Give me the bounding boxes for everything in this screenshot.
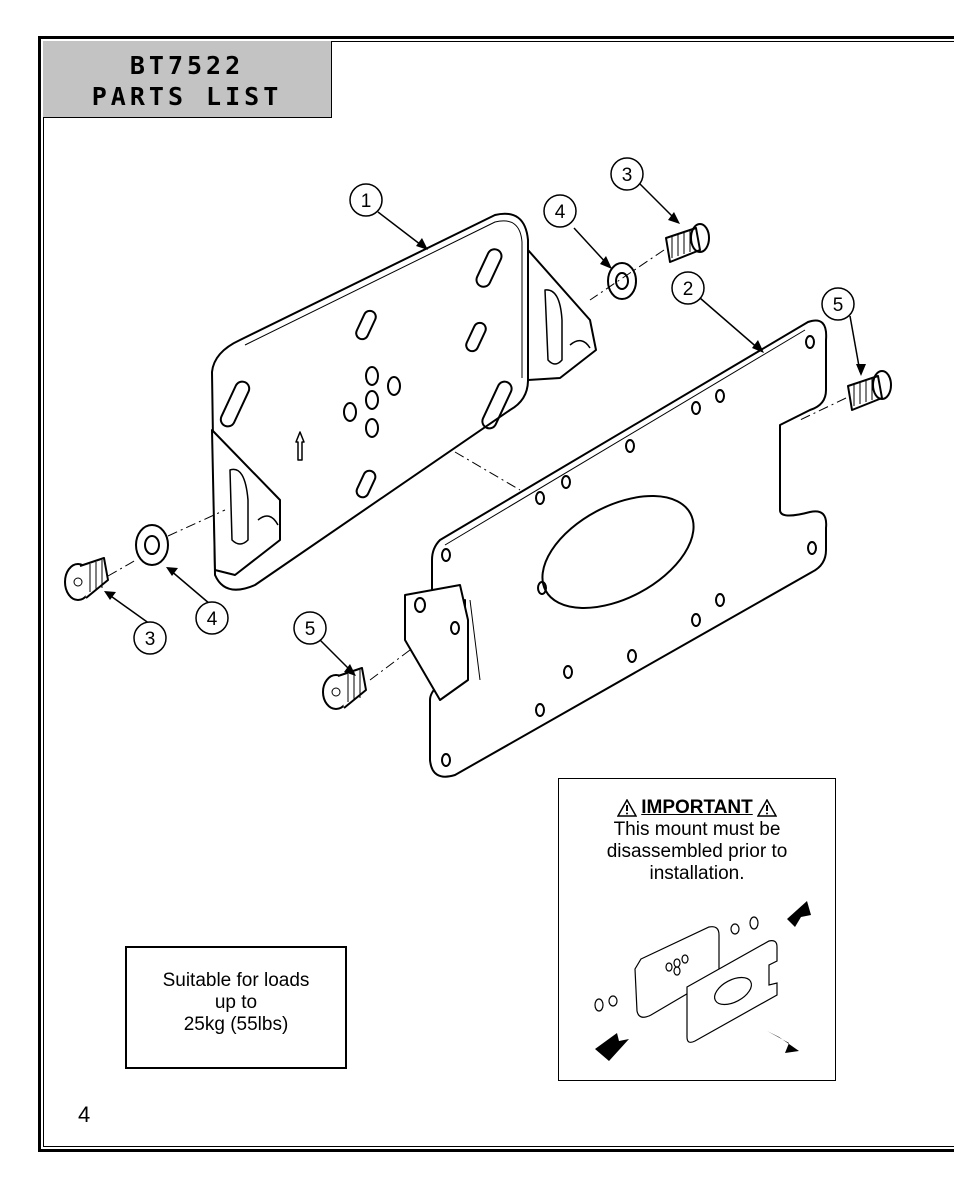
callout-circle-1 <box>349 183 383 217</box>
callout-circle-5-right <box>821 287 855 321</box>
important-notice: IMPORTANT This mount must be disassemble… <box>558 778 836 1081</box>
page-frame-inner <box>43 41 954 1147</box>
callout-circle-2 <box>671 271 705 305</box>
callout-label-3-left: 3 <box>145 629 156 650</box>
callout-label-1: 1 <box>361 191 372 212</box>
load-note-line-1: Suitable for loads <box>162 970 310 991</box>
part-5-screw-left <box>322 667 367 710</box>
callout-label-4-top: 4 <box>555 202 566 223</box>
callout-circle-5-left <box>293 611 327 645</box>
callout-circle-4-left <box>195 601 229 635</box>
part-3-screw-left <box>64 557 109 601</box>
important-line-3: installation. <box>649 863 745 884</box>
callout-circle-3-left <box>133 621 167 655</box>
part-1-bracket-plate <box>211 212 597 591</box>
parts-list-title: PARTS LIST <box>91 82 283 111</box>
leader-lines <box>107 183 861 673</box>
part-3-screw-top <box>665 223 710 263</box>
warning-icon <box>617 799 638 817</box>
important-text: This mount must be disassembled prior to… <box>559 819 835 885</box>
callout-label-2: 2 <box>683 279 694 300</box>
disassembly-illustration <box>594 901 811 1061</box>
callout-label-3-top: 3 <box>622 165 633 186</box>
model-number: BT7522 <box>129 51 245 80</box>
important-heading: IMPORTANT <box>641 797 753 818</box>
load-note-line-3: 25kg (55lbs) <box>183 1014 289 1035</box>
callout-label-5-left: 5 <box>305 619 316 640</box>
assembly-lines <box>107 249 847 681</box>
callout-circle-4-top <box>543 194 577 228</box>
important-line-2: disassembled prior to <box>606 841 788 862</box>
page-number: 4 <box>78 1102 91 1127</box>
part-5-screw-right <box>847 370 892 411</box>
part-2-wall-plate <box>404 319 828 778</box>
callout-label-4-left: 4 <box>207 609 218 630</box>
callout-label-5-right: 5 <box>833 295 844 316</box>
load-note-line-2: up to <box>214 992 258 1013</box>
part-4-washer-top <box>607 262 637 300</box>
warning-icon <box>756 799 777 817</box>
important-line-1: This mount must be <box>613 819 781 840</box>
part-4-washer-left <box>135 524 169 566</box>
callout-circle-3-top <box>610 157 644 191</box>
title-box: BT7522 PARTS LIST <box>43 41 332 118</box>
leader-arrowheads <box>104 212 866 676</box>
important-heading-row: IMPORTANT <box>559 797 835 819</box>
page-frame <box>38 36 954 1152</box>
load-capacity-note: Suitable for loads up to 25kg (55lbs) <box>125 946 347 1069</box>
